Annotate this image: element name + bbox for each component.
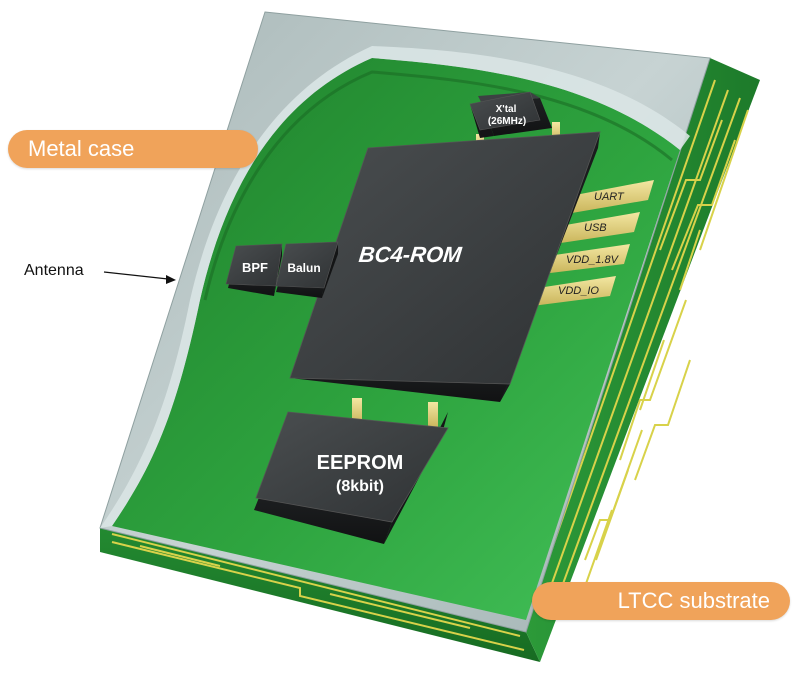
substrate-front-face	[100, 528, 540, 662]
pin-label-vdd-io: VDD_IO	[558, 285, 599, 297]
bpf-chip	[225, 243, 283, 296]
eeprom-size-label: (8kbit)	[336, 478, 384, 495]
pin-label-vdd-1-8v: VDD_1.8V	[566, 254, 620, 266]
metal-cut-edge	[100, 46, 690, 528]
balun-chip	[275, 241, 339, 298]
balun-label: Balun	[287, 261, 320, 275]
metal-case-callout: Metal case	[8, 130, 258, 168]
right-face-traces	[529, 79, 749, 613]
pin-label-usb: USB	[584, 222, 607, 234]
ltcc-substrate-callout: LTCC substrate	[532, 582, 790, 620]
pin-label-uart: UART	[594, 191, 625, 203]
bc4-rom-chip	[289, 131, 601, 402]
eeprom-chip	[254, 411, 449, 544]
eeprom-label: EEPROM	[317, 452, 404, 474]
antenna-pointer	[103, 271, 176, 284]
substrate-right-face	[526, 58, 760, 662]
antenna-label: Antenna	[24, 262, 84, 279]
front-face-traces	[111, 533, 525, 651]
pin-pads	[532, 180, 654, 306]
substrate-inner-ridge	[203, 70, 673, 301]
eeprom-pins	[352, 398, 438, 428]
xtal-chip	[469, 91, 552, 138]
bc4-rom-label: BC4-ROM	[358, 242, 464, 267]
xtal-label: X'tal	[496, 104, 517, 115]
xtal-freq-label: (26MHz)	[488, 116, 526, 127]
bpf-label: BPF	[242, 260, 268, 275]
